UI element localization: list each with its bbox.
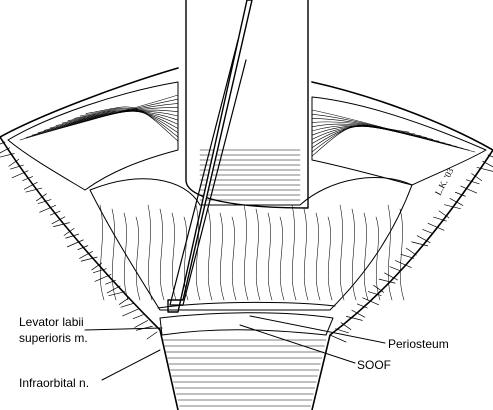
muscle-fibers — [99, 204, 405, 301]
leader-periosteum — [249, 315, 386, 344]
elevator-shaft — [169, 39, 247, 306]
elevator-instrument — [167, 0, 253, 313]
flap-striations — [19, 94, 476, 157]
label-levator-labii-line1: Levator labii — [19, 315, 84, 329]
upper-flap-left — [7, 81, 179, 191]
skin-margin-right — [329, 154, 493, 343]
muscle-bed — [89, 177, 413, 311]
label-infraorbital-nerve: Infraorbital n. — [19, 376, 90, 390]
wound-edge-left — [0, 67, 179, 410]
label-levator-labii-line2: superioris m. — [19, 331, 88, 345]
leader-infraorbital — [101, 349, 161, 381]
skin-margin-left — [0, 141, 158, 340]
retractor-blade — [185, 0, 309, 209]
label-periosteum: Periosteum — [388, 337, 449, 351]
bone-strata — [162, 339, 327, 407]
upper-flap-right — [311, 96, 487, 186]
label-soof: SOOF — [357, 358, 392, 372]
artist-signature: L.K. '03 — [433, 166, 456, 197]
periosteum-layer — [157, 301, 336, 309]
leader-levator — [84, 327, 163, 331]
soof-layer — [159, 312, 334, 336]
leader-soof — [239, 324, 356, 364]
